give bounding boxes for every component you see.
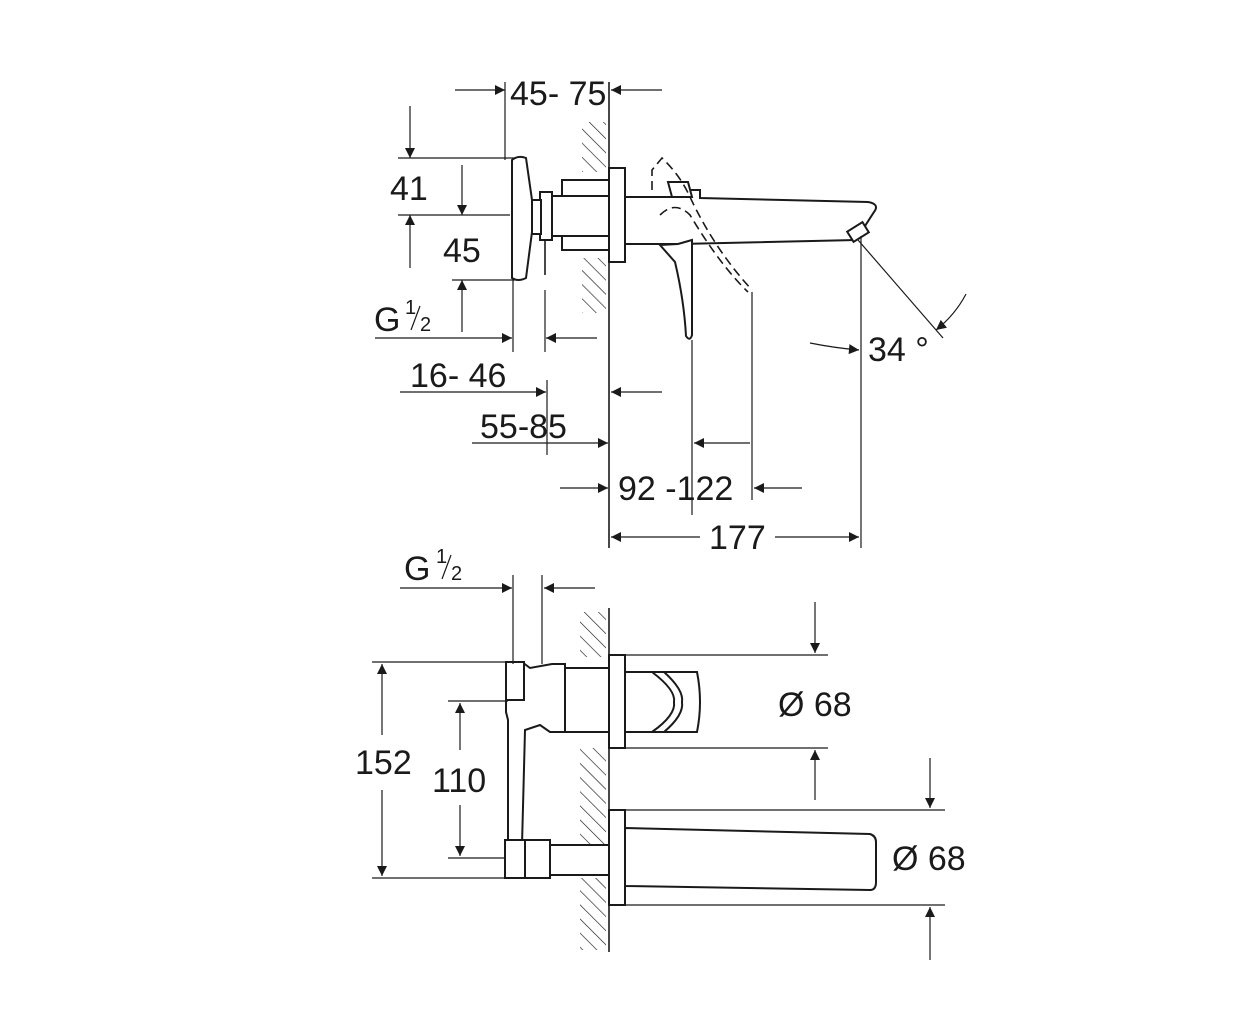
svg-text:1: 1 xyxy=(436,546,447,568)
dim-total-height: 152 xyxy=(355,744,412,782)
svg-text:2: 2 xyxy=(420,314,431,336)
spout xyxy=(624,826,877,892)
wall-hatch xyxy=(580,748,606,860)
dim-thread-offset: 16- 46 xyxy=(410,357,506,395)
svg-text:1: 1 xyxy=(405,297,416,319)
dim-projection: 177 xyxy=(709,519,766,557)
front-view: G 1 2 152 110 Ø 68 Ø 68 xyxy=(355,546,966,960)
handle-grip xyxy=(648,671,684,733)
svg-text:G: G xyxy=(374,301,400,339)
lever-open-position xyxy=(651,156,753,293)
dim-lever: 92 -122 xyxy=(618,470,733,508)
wall-hatch xyxy=(582,258,606,313)
dim-angle: 34 ° xyxy=(868,331,929,369)
dim-wall-depth: 45- 75 xyxy=(510,75,606,113)
dim-center-distance: 110 xyxy=(432,762,486,800)
escutcheon xyxy=(608,167,626,263)
svg-text:G: G xyxy=(404,550,430,588)
mixer-body xyxy=(526,179,610,275)
thread-label: G 1 2 xyxy=(404,546,462,588)
lever-handle xyxy=(657,238,693,340)
side-view: 45- 75 41 45 G 1 2 16- 46 55-85 92 -122 … xyxy=(374,75,967,557)
rear-handle-disc xyxy=(511,155,533,281)
dimension-arrows xyxy=(375,85,967,542)
handle-escutcheon xyxy=(608,654,626,749)
dimension-arrows xyxy=(377,583,935,960)
extension-lines xyxy=(372,575,945,906)
dim-handle-upper: 41 xyxy=(390,170,428,208)
spout xyxy=(624,189,877,245)
spout-escutcheon xyxy=(608,809,626,906)
wall-hatch xyxy=(580,612,606,657)
dim-handle-lower: 45 xyxy=(443,232,481,270)
lever-top xyxy=(666,181,694,198)
thread-label: G 1 2 xyxy=(374,297,431,339)
wall-hatch xyxy=(580,878,606,950)
dim-body-depth: 55-85 xyxy=(480,408,567,446)
dim-rosette-lower: Ø 68 xyxy=(892,840,966,878)
dim-rosette-upper: Ø 68 xyxy=(778,686,852,724)
wall-hatch xyxy=(582,122,606,172)
svg-text:2: 2 xyxy=(451,563,462,585)
handle xyxy=(624,671,701,733)
